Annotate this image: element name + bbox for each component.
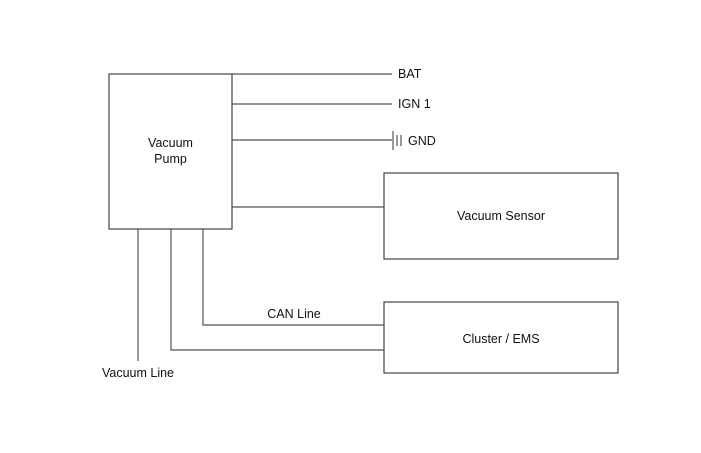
bat-label: BAT xyxy=(398,67,422,81)
cluster-wire xyxy=(170,229,384,351)
can-line-label: CAN Line xyxy=(267,307,321,321)
vacuum-sensor-box xyxy=(383,172,619,260)
cluster-ems-box xyxy=(383,301,619,374)
vacuum-pump-box xyxy=(108,73,233,230)
cluster-ems-label: Cluster / EMS xyxy=(462,332,539,346)
gnd-label: GND xyxy=(408,134,436,148)
ground-symbol-icon xyxy=(392,131,402,150)
vacuum-line-label: Vacuum Line xyxy=(102,366,174,380)
pump-label-line1: Vacuum xyxy=(148,136,193,150)
pump-label-line2: Pump xyxy=(154,152,187,166)
ign-label: IGN 1 xyxy=(398,97,431,111)
can-line-wire xyxy=(202,229,384,326)
vacuum-sensor-label: Vacuum Sensor xyxy=(457,209,545,223)
